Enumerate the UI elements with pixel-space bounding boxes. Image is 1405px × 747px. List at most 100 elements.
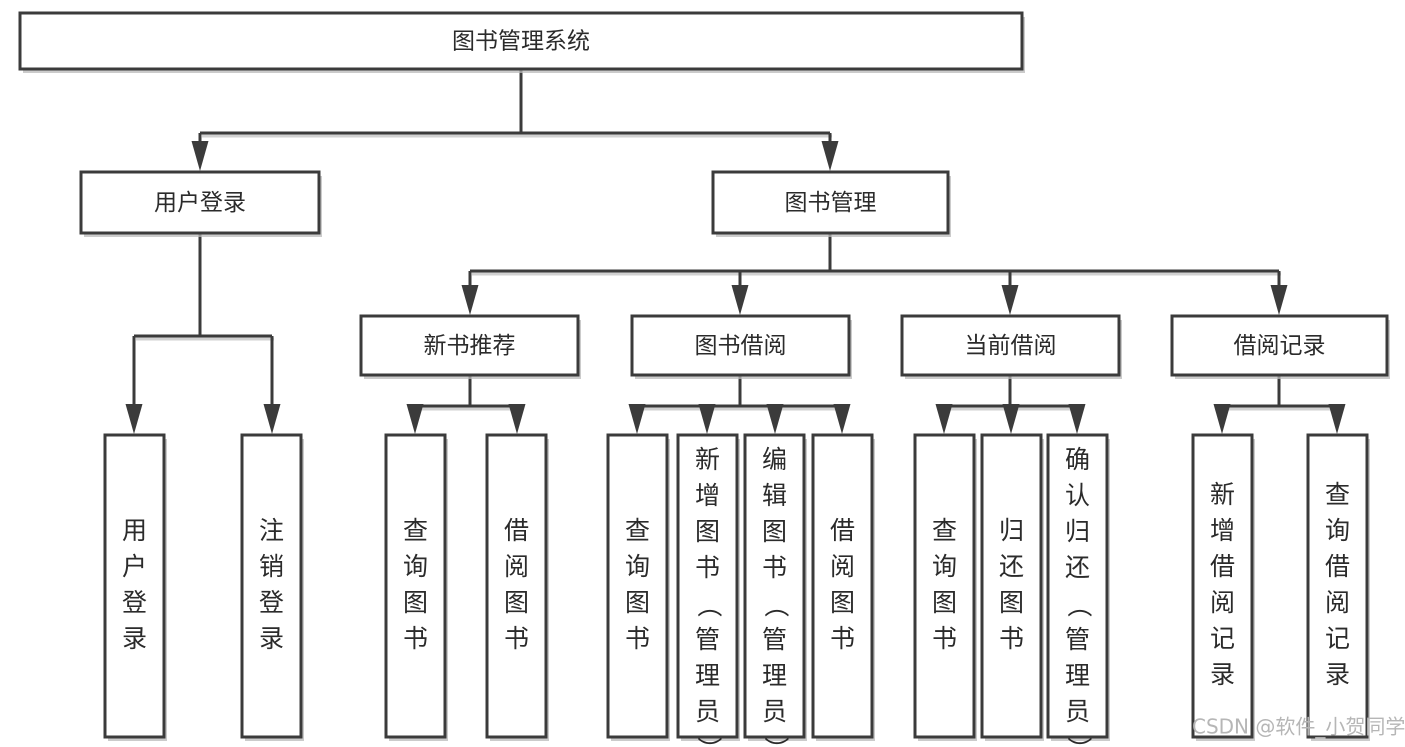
svg-text:书: 书	[999, 624, 1024, 653]
svg-text:书: 书	[932, 624, 957, 653]
svg-text:管: 管	[1065, 625, 1090, 654]
svg-text:查: 查	[625, 516, 650, 545]
svg-text:（: （	[695, 592, 724, 617]
svg-text:图: 图	[999, 588, 1024, 617]
svg-text:阅: 阅	[504, 552, 529, 581]
svg-text:）: ）	[695, 736, 724, 747]
svg-text:书: 书	[625, 624, 650, 653]
svg-text:图: 图	[403, 588, 428, 617]
node-new-book-rec[interactable]: 新书推荐	[359, 314, 581, 379]
svg-text:辑: 辑	[762, 481, 787, 510]
svg-text:（: （	[762, 592, 791, 617]
svg-text:书: 书	[695, 553, 720, 582]
svg-text:图: 图	[695, 517, 720, 546]
svg-text:确: 确	[1065, 445, 1090, 474]
svg-text:登: 登	[122, 588, 147, 617]
svg-text:图: 图	[830, 588, 855, 617]
svg-text:查: 查	[932, 516, 957, 545]
svg-text:增: 增	[695, 481, 720, 510]
svg-text:图: 图	[932, 588, 957, 617]
connector-edge-currentborrow-bus	[935, 375, 1086, 434]
svg-text:销: 销	[259, 552, 284, 581]
connector-edge-bookborrow-bus	[628, 375, 851, 434]
svg-text:书: 书	[762, 553, 787, 582]
svg-text:）: ）	[1065, 736, 1094, 747]
svg-text:增: 增	[1210, 516, 1235, 545]
svg-text:员: 员	[1065, 697, 1090, 726]
node-leaf-user-login[interactable]: 用户登录	[103, 433, 167, 741]
connector-edge-borrowrecord-bus	[1213, 375, 1346, 434]
svg-text:阅: 阅	[1210, 588, 1235, 617]
svg-text:归: 归	[1065, 517, 1090, 546]
nodes-layer: 图书管理系统用户登录图书管理新书推荐图书借阅当前借阅借阅记录用户登录注销登录查询…	[18, 11, 1390, 747]
svg-text:理: 理	[1065, 661, 1090, 690]
svg-text:注: 注	[259, 516, 284, 545]
node-root[interactable]: 图书管理系统	[18, 11, 1025, 73]
node-current-borrow[interactable]: 当前借阅	[900, 314, 1122, 379]
svg-text:查: 查	[1325, 480, 1350, 509]
svg-text:归: 归	[999, 516, 1024, 545]
node-book-borrow[interactable]: 图书借阅	[630, 314, 852, 379]
svg-text:记: 记	[1325, 624, 1350, 653]
svg-text:询: 询	[1325, 516, 1350, 545]
watermark-label: CSDN @软件_小贺同学	[1192, 715, 1405, 739]
svg-text:图: 图	[762, 517, 787, 546]
svg-text:录: 录	[122, 624, 147, 653]
svg-text:理: 理	[762, 661, 787, 690]
connector-edge-userlogin-bus	[125, 233, 281, 434]
svg-text:询: 询	[932, 552, 957, 581]
svg-text:管: 管	[762, 625, 787, 654]
svg-text:新: 新	[695, 445, 720, 474]
svg-text:书: 书	[830, 624, 855, 653]
edges-layer	[125, 69, 1346, 434]
svg-text:录: 录	[1325, 660, 1350, 689]
node-label: 图书管理	[785, 190, 877, 216]
svg-text:阅: 阅	[830, 552, 855, 581]
svg-text:记: 记	[1210, 624, 1235, 653]
svg-text:书: 书	[403, 624, 428, 653]
connector-edge-bookmanage-bus	[461, 233, 1288, 315]
node-user-login[interactable]: 用户登录	[79, 170, 322, 237]
svg-text:新: 新	[1210, 480, 1235, 509]
connector-edge-root-bus	[191, 69, 839, 171]
svg-text:查: 查	[403, 516, 428, 545]
svg-text:录: 录	[1210, 660, 1235, 689]
svg-text:借: 借	[1210, 552, 1235, 581]
svg-text:户: 户	[122, 552, 147, 581]
svg-text:书: 书	[504, 624, 529, 653]
node-borrow-record[interactable]: 借阅记录	[1170, 314, 1390, 379]
svg-text:询: 询	[403, 552, 428, 581]
connector-edge-newbookrec-bus	[406, 375, 526, 434]
svg-text:还: 还	[999, 552, 1024, 581]
svg-text:）: ）	[762, 736, 791, 747]
svg-text:编: 编	[762, 445, 787, 474]
node-label: 新书推荐	[424, 333, 516, 359]
svg-text:阅: 阅	[1325, 588, 1350, 617]
svg-text:员: 员	[762, 697, 787, 726]
svg-text:登: 登	[259, 588, 284, 617]
node-book-manage[interactable]: 图书管理	[711, 170, 951, 237]
svg-text:借: 借	[504, 516, 529, 545]
